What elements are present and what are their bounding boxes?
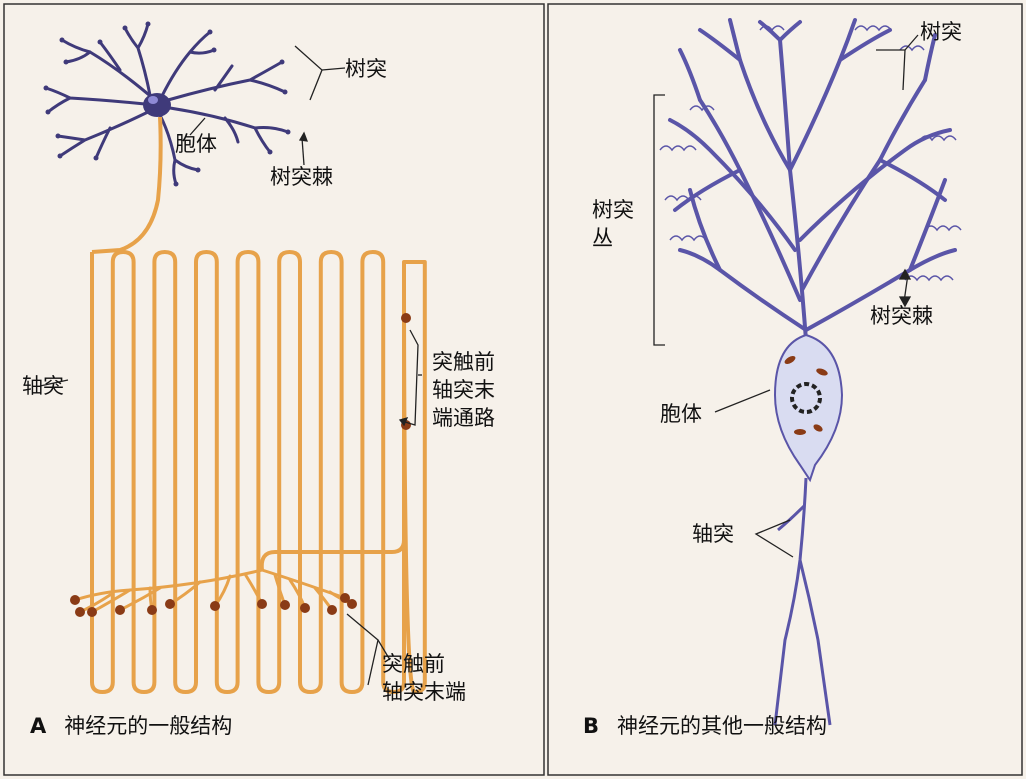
label-a-soma: 胞体: [175, 130, 217, 158]
caption-b-letter: B: [583, 714, 599, 738]
label-b-dendritic-tuft: 树突 丛: [592, 196, 634, 252]
caption-a-letter: A: [30, 714, 46, 738]
bouton-a-upper: [401, 313, 411, 323]
neuron-a-nucleus-highlight: [148, 96, 158, 104]
label-b-dendrite: 树突: [920, 18, 962, 46]
axon-a-serpentine: [92, 252, 425, 692]
label-a-axon: 轴突: [22, 372, 64, 400]
label-b-spine: 树突棘: [870, 302, 933, 330]
axon-a-initial-segment: [92, 117, 161, 252]
caption-a: A 神经元的一般结构: [30, 710, 232, 740]
label-a-presynaptic-terminal: 突触前 轴突末端: [382, 650, 466, 706]
neuron-a-soma: [143, 93, 171, 117]
label-a-dendrite: 树突: [345, 55, 387, 83]
label-b-soma: 胞体: [660, 400, 702, 428]
neuron-b-apical-dendrites: [670, 20, 955, 340]
neuron-b-soma: [775, 335, 842, 480]
neuron-a: [44, 22, 425, 693]
neuron-b: [660, 20, 961, 725]
caption-b: B 神经元的其他一般结构: [583, 710, 827, 740]
panel-a-leader-lines: [40, 46, 422, 685]
label-b-axon: 轴突: [692, 520, 734, 548]
caption-a-text: 神经元的一般结构: [64, 714, 232, 738]
label-a-spine: 树突棘: [270, 163, 333, 191]
neuron-b-axon: [775, 478, 830, 725]
label-a-presynaptic-pathway: 突触前 轴突末 端通路: [432, 348, 495, 432]
caption-b-text: 神经元的其他一般结构: [617, 714, 827, 738]
